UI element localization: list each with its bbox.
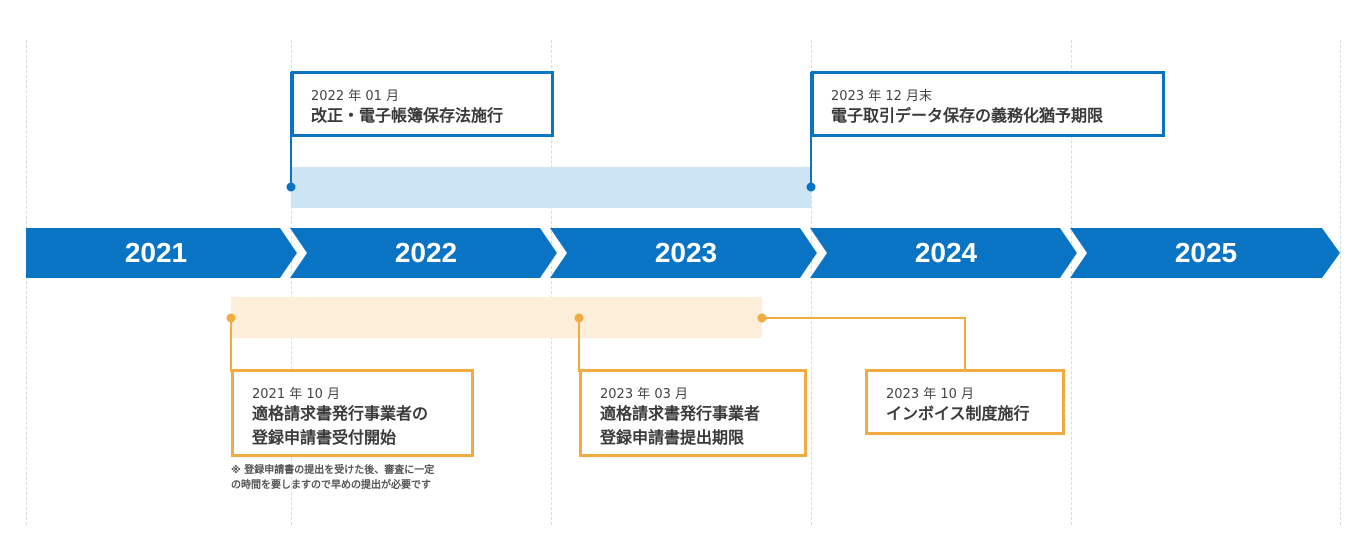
- event-title-line: 登録申請書受付開始: [252, 428, 397, 447]
- event-box-2023-12: 2023 年 12 月末 電子取引データ保存の義務化猶予期限: [811, 71, 1165, 137]
- year-label-2024: 2024: [914, 237, 978, 268]
- period-band-blue: [291, 167, 811, 208]
- event-date: 2023 年 03 月: [600, 387, 689, 402]
- gridline: [811, 40, 812, 525]
- event-dot-2023-12: [806, 182, 816, 192]
- event-date: 2022 年 01 月: [311, 89, 400, 104]
- year-label-2023: 2023: [654, 237, 718, 268]
- event-box-2023-03: 2023 年 03 月 適格請求書発行事業者 登録申請書提出期限: [579, 369, 807, 457]
- event-title-line: 登録申請書提出期限: [600, 428, 745, 447]
- event-dot-2023-10: [757, 313, 767, 323]
- event-box-2023-10: 2023 年 10 月 インボイス制度施行: [865, 369, 1065, 435]
- event-date: 2021 年 10 月: [252, 387, 341, 402]
- year-label-2025: 2025: [1174, 237, 1238, 268]
- year-arrow-2025: [1070, 228, 1340, 278]
- gridline: [551, 40, 552, 525]
- year-arrow-2021: [26, 228, 297, 278]
- gridline: [1071, 40, 1072, 525]
- year-arrows: [26, 228, 1340, 278]
- footnote: ※ 登録申請書の提出を受けた後、審査に一定 の時間を要しますので早めの提出が必要…: [231, 463, 491, 493]
- event-date: 2023 年 10 月: [886, 387, 975, 402]
- event-dot-2023-03: [574, 313, 584, 323]
- event-title: 改正・電子帳簿保存法施行: [311, 106, 504, 125]
- event-title: 電子取引データ保存の義務化猶予期限: [831, 106, 1104, 125]
- event-title-line: インボイス制度施行: [886, 404, 1030, 423]
- event-date: 2023 年 12 月末: [831, 89, 933, 104]
- event-dot-2021-10: [226, 313, 236, 323]
- orange-connectors: [230, 317, 966, 372]
- gridline: [291, 40, 292, 525]
- year-arrow-2022: [290, 228, 557, 278]
- period-band-orange: [231, 297, 762, 338]
- year-label-2021: 2021: [124, 237, 188, 268]
- year-label-2022: 2022: [394, 237, 458, 268]
- gridline: [26, 40, 27, 525]
- event-box-2022-01: 2022 年 01 月 改正・電子帳簿保存法施行: [291, 71, 554, 137]
- footnote-line: の時間を要しますので早めの提出が必要です: [231, 480, 431, 491]
- event-box-2021-10: 2021 年 10 月 適格請求書発行事業者の 登録申請書受付開始: [231, 369, 474, 457]
- event-dot-2022-01: [286, 182, 296, 192]
- event-title-line: 適格請求書発行事業者: [600, 404, 761, 423]
- year-arrow-2024: [810, 228, 1077, 278]
- event-title-line: 適格請求書発行事業者の: [252, 404, 429, 423]
- year-arrow-2023: [550, 228, 817, 278]
- gridline: [1340, 40, 1341, 525]
- footnote-line: ※ 登録申請書の提出を受けた後、審査に一定: [231, 465, 435, 476]
